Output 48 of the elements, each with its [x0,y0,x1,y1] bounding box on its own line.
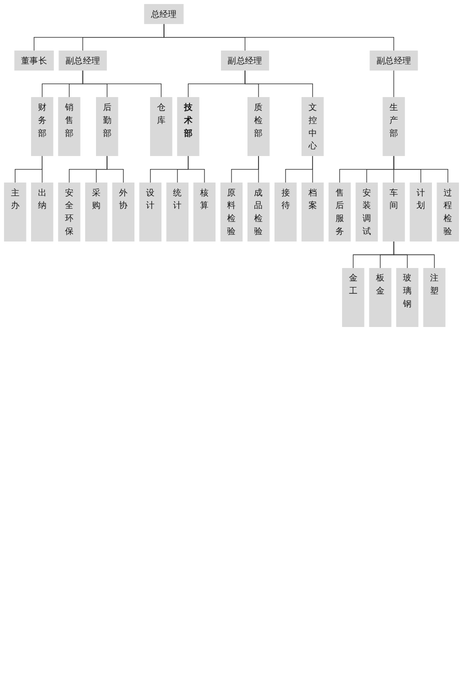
node-box: 生产部 [382,97,405,156]
node-box: 成品检验 [247,182,270,242]
node-box: 安全环保 [58,182,80,242]
node-box: 核算 [193,182,216,242]
node-box: 统计 [166,182,188,242]
node-box: 副总经理 [220,50,270,71]
node-box: 接待 [274,182,297,242]
connector [164,23,394,52]
node-box: 板金 [369,268,392,327]
node-box: 后勤部 [96,97,118,156]
node-box: 原料检验 [220,182,243,242]
connector [258,155,259,184]
node-box: 过程检验 [436,182,459,242]
node-box: 安装调试 [356,182,378,242]
node-box: 技术部 [177,97,200,156]
node-box: 财务部 [31,97,54,156]
node-box: 仓库 [150,97,172,156]
connector [188,155,205,184]
connector [106,155,124,184]
node-box: 售后服务 [328,182,351,242]
node-box: 质检部 [247,97,270,156]
node-box: 档案 [302,182,324,242]
node-box: 金工 [342,268,364,327]
node-box: 主办 [4,182,26,242]
connector [393,240,435,269]
connector [285,155,313,184]
node-box: 车间 [382,182,405,242]
connector [231,155,259,184]
node-box: 董事长 [14,50,54,71]
connector [393,70,394,98]
node-box: 副总经理 [58,50,107,71]
node-box: 注塑 [423,268,446,327]
connector [42,155,43,184]
node-box: 设计 [139,182,162,242]
connector [244,70,313,98]
node-box: 总经理 [144,4,184,24]
node-box: 文控中心 [302,97,324,156]
node-box: 销售部 [58,97,80,156]
connector [312,155,313,184]
node-box: 外协 [112,182,134,242]
node-box: 副总经理 [370,50,418,71]
connector [393,155,448,184]
node-box: 计划 [410,182,432,242]
connector [82,70,162,98]
node-box: 采购 [85,182,108,242]
connector [14,155,43,184]
node-box: 出纳 [31,182,54,242]
node-box: 玻璃钢 [396,268,418,327]
